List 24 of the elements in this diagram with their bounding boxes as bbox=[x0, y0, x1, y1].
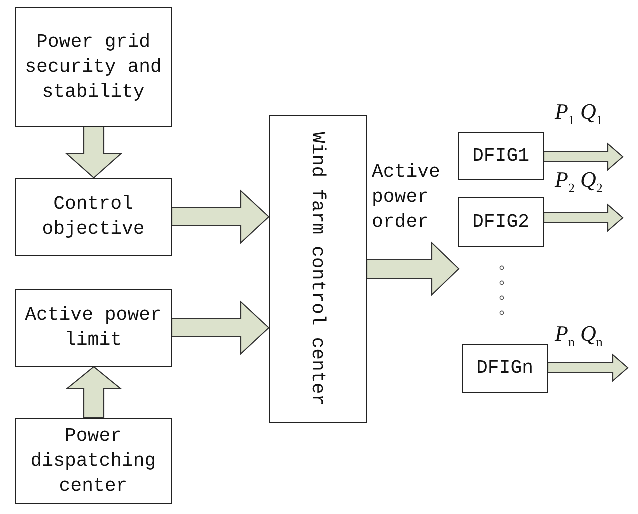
node-text: DFIG2 bbox=[472, 210, 530, 234]
block-arrow bbox=[543, 142, 624, 172]
block-arrow bbox=[366, 242, 460, 296]
process-box bbox=[15, 7, 172, 127]
process-box bbox=[15, 289, 172, 367]
node-text: Control objective bbox=[41, 192, 146, 242]
block-arrow bbox=[171, 190, 270, 244]
block-arrow bbox=[543, 204, 624, 232]
node-text: DFIGn bbox=[476, 356, 534, 381]
block-arrow bbox=[65, 366, 123, 419]
process-box bbox=[458, 132, 544, 180]
block-arrow bbox=[547, 354, 629, 382]
control-center-box bbox=[269, 115, 367, 423]
node-text: Power grid security and stability bbox=[24, 30, 163, 104]
node-text: Wind farm control center bbox=[307, 132, 329, 406]
process-box bbox=[15, 178, 172, 256]
node-text: Active power limit bbox=[24, 303, 163, 353]
process-box bbox=[462, 344, 548, 393]
process-box bbox=[15, 418, 172, 504]
node-text: Power dispatching center bbox=[30, 424, 158, 498]
process-box bbox=[458, 197, 544, 247]
block-arrow bbox=[66, 126, 122, 179]
block-arrow bbox=[171, 300, 270, 356]
node-text: DFIG1 bbox=[472, 144, 530, 168]
